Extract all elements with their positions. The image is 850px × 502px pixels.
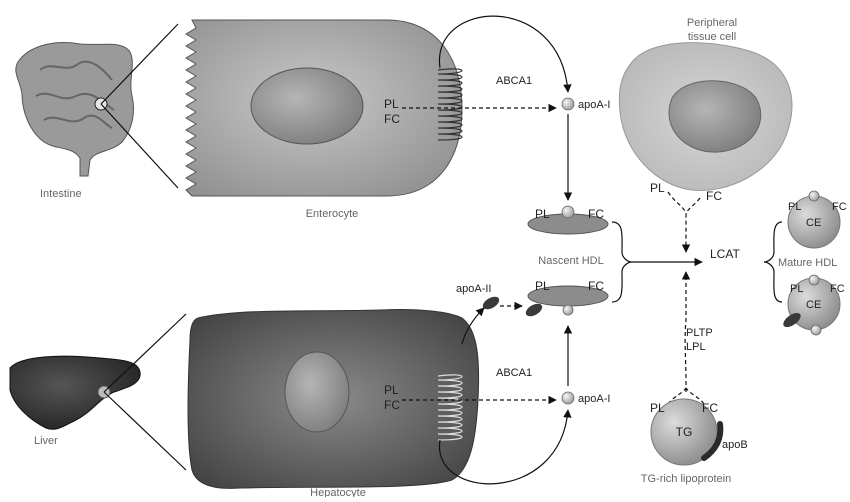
mature-hdl-label: Mature HDL	[778, 257, 837, 269]
liver-label: Liver	[34, 435, 58, 447]
nascent-hdl-label: Nascent HDL	[538, 255, 603, 267]
apoa1-particle-top	[562, 98, 574, 110]
liver-zoom-line-top	[104, 314, 186, 392]
pl-hepatocyte-label: PL	[384, 383, 399, 397]
liver-icon	[10, 356, 140, 429]
lpl-label: LPL	[686, 341, 706, 353]
apoa2-particle	[481, 294, 502, 312]
tg-core-label: TG	[676, 425, 693, 439]
nascent-brace	[612, 222, 632, 302]
mature-top-pl-label: PL	[788, 201, 801, 213]
lcat-label: LCAT	[710, 247, 740, 261]
liver-zoom-line-bottom	[104, 392, 186, 470]
enterocyte-label: Enterocyte	[306, 208, 359, 220]
nascent-top-fc-label: FC	[588, 207, 604, 221]
nascent-bottom-fc-label: FC	[588, 279, 604, 293]
peripheral-label-line1: Peripheral	[687, 17, 737, 29]
mature-top-fc-label: FC	[832, 201, 847, 213]
peripheral-pl-label: PL	[650, 181, 665, 195]
enterocyte-nucleus	[251, 68, 363, 144]
nascent-top-pl-label: PL	[535, 207, 550, 221]
peripheral-label-line2: tissue cell	[688, 31, 736, 43]
apoa1-top-label: apoA-I	[578, 99, 610, 111]
apoa2-label: apoA-II	[456, 283, 491, 295]
abca1-bottom-label: ABCA1	[496, 367, 532, 379]
mature-bottom-pl-label: PL	[790, 283, 803, 295]
apoa1-bottom-label: apoA-I	[578, 393, 610, 405]
pl-enterocyte-label: PL	[384, 97, 399, 111]
apob-label: apoB	[722, 439, 748, 451]
mature-bottom-fc-label: FC	[830, 283, 845, 295]
nascent-bottom-pl-label: PL	[535, 279, 550, 293]
hepatocyte-label: Hepatocyte	[310, 487, 366, 497]
mature-bottom-ce-label: CE	[806, 299, 821, 311]
pltp-label: PLTP	[686, 327, 713, 339]
hepatocyte-nucleus	[285, 352, 349, 432]
peripheral-fc-label: FC	[706, 189, 722, 203]
intestine-icon	[16, 43, 134, 176]
apoa1-particle-bottom	[562, 392, 574, 404]
fc-enterocyte-label: FC	[384, 112, 400, 126]
abca1-top-label: ABCA1	[496, 75, 532, 87]
tg-pl-label: PL	[650, 401, 665, 415]
tg-fc-label: FC	[702, 401, 718, 415]
peripheral-tissue-cell	[619, 43, 792, 191]
intestine-label: Intestine	[40, 188, 82, 200]
tg-rich-label: TG-rich lipoprotein	[641, 473, 731, 485]
fc-hepatocyte-label: FC	[384, 398, 400, 412]
peripheral-efflux-arrow	[668, 192, 700, 252]
mature-top-ce-label: CE	[806, 217, 821, 229]
enterocyte-cell	[186, 20, 462, 196]
hepatocyte-cell	[188, 309, 479, 488]
